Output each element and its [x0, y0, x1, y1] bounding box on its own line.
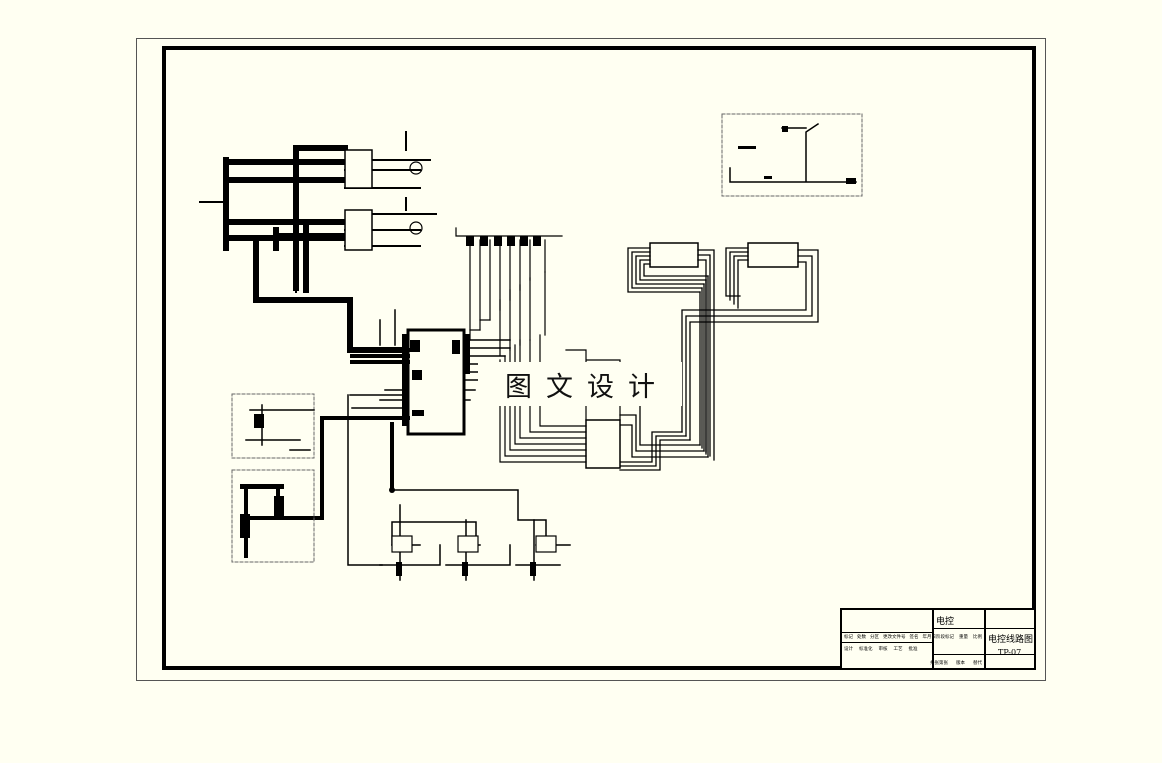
tb-header-cell: 年月日	[922, 635, 937, 640]
tb-stage-cell: 阶段标记	[936, 635, 954, 640]
tb-role-cell: 批准	[908, 647, 918, 652]
drawing-sheet	[136, 38, 1046, 681]
seven-segment-display-1	[649, 242, 699, 268]
tb-role-cell: 设计	[844, 647, 853, 652]
tb-role-row: 设计 标准化 审核 工艺 批准	[844, 646, 918, 652]
switch-buttons	[466, 236, 541, 246]
watermark: 图文设计	[478, 362, 682, 406]
decoder-ic	[585, 419, 621, 469]
dashed-modules	[231, 113, 863, 563]
tb-header-row: 标记 处数 分区 更改文件号 签名 年月日	[844, 634, 936, 640]
tb-divider	[842, 642, 934, 643]
title-block: 电控 电控线路图 TP-07 标记 处数 分区 更改文件号 签名 年月日 设计 …	[840, 608, 1036, 670]
tb-drawing-title: 电控线路图	[988, 635, 1034, 645]
tb-role-cell: 标准化	[859, 647, 873, 652]
tb-role-cell: 审核	[878, 647, 888, 652]
tb-divider	[842, 632, 934, 633]
motor-driver-ic-2	[344, 209, 373, 251]
seven-segment-display-2	[747, 242, 799, 268]
relay-contacts	[389, 487, 536, 576]
motor-driver-ic-1	[344, 149, 373, 189]
tb-divider	[934, 654, 1034, 655]
tb-stage-cell: 重量	[959, 635, 968, 640]
motor-1-symbol	[409, 161, 423, 175]
tb-footer-cell: 替代	[973, 661, 982, 666]
tb-header-cell: 分区	[870, 635, 879, 640]
tb-stage-cell: 比例	[973, 635, 982, 640]
tb-header-cell: 签名	[909, 635, 919, 640]
tb-divider	[984, 610, 986, 668]
tb-footer-row: 共张第张 版本 替代	[930, 660, 982, 666]
switch-module-lines	[729, 122, 857, 183]
lower-left-module-2-bus	[244, 486, 280, 558]
motor-2-symbol	[409, 221, 423, 235]
tb-unit: 电控	[936, 617, 955, 627]
motor-driver-bus	[223, 145, 413, 353]
tb-divider	[934, 628, 1034, 629]
mcu-left-bus	[244, 348, 410, 520]
switch-module-blocks	[738, 126, 856, 184]
tb-footer-cell: 版本	[956, 661, 965, 666]
tb-drawing-number: TP-07	[998, 648, 1022, 657]
tb-stage-row: 阶段标记 重量 比例	[936, 634, 982, 640]
drawing-frame	[162, 46, 1036, 670]
tb-divider	[932, 610, 934, 668]
relay-boxes	[391, 535, 557, 553]
mcu-pin-blocks	[402, 334, 470, 426]
tb-header-cell: 标记	[844, 635, 853, 640]
tb-header-cell: 处数	[857, 635, 866, 640]
tb-footer-cell: 共张第张	[930, 661, 948, 666]
display-bus-lines	[619, 247, 819, 471]
tb-role-cell: 工艺	[893, 647, 903, 652]
motor-driver-signal-lines	[199, 131, 437, 293]
tb-header-cell: 更改文件号	[883, 635, 906, 640]
switch-array	[455, 227, 563, 356]
